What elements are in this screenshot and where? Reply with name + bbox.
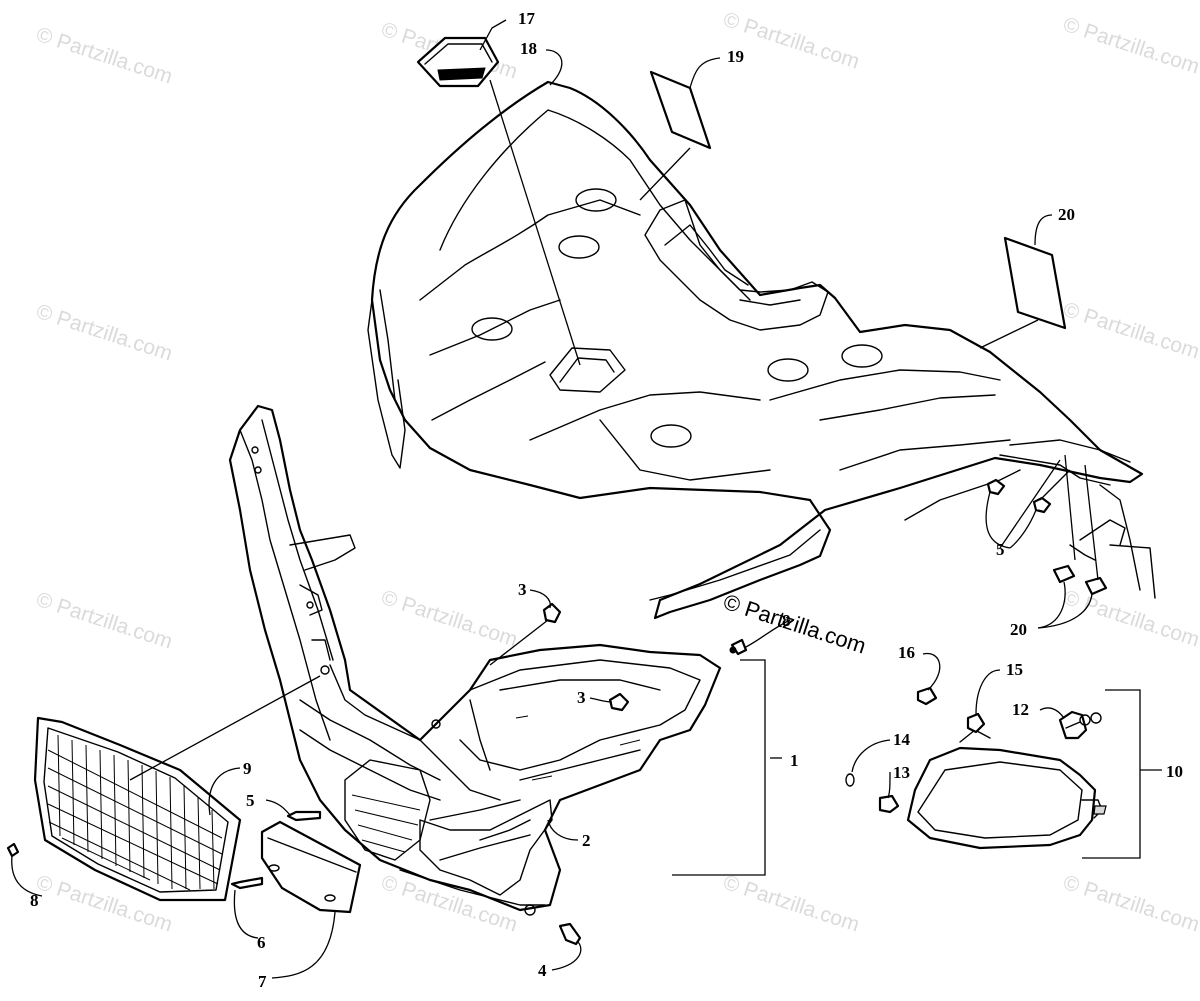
callout-6: 6 xyxy=(257,933,266,952)
watermark: © Partzilla.com xyxy=(1060,13,1200,79)
callout-10: 10 xyxy=(1166,762,1183,781)
callout-16: 17 xyxy=(518,9,536,28)
watermark: © Partzilla.com xyxy=(720,871,862,937)
clip-nut-20-b xyxy=(1084,576,1108,596)
watermark: © Partzilla.com xyxy=(33,588,175,654)
grille-lattice xyxy=(47,734,223,891)
front-bumper-assembly xyxy=(228,404,722,916)
clip-lower xyxy=(608,692,630,712)
watermark: © Partzilla.com xyxy=(33,23,175,89)
leader-lines xyxy=(11,19,1162,979)
socket-14 xyxy=(966,712,986,734)
badge-emblem xyxy=(416,36,500,88)
callout-13: 14 xyxy=(893,730,911,749)
watermark: © Partzilla.com xyxy=(33,300,175,366)
grommet-15 xyxy=(916,686,938,706)
front-fender-rack xyxy=(367,80,1156,620)
callout-7: 7 xyxy=(258,972,267,991)
watermark: © Partzilla.com xyxy=(1060,871,1200,937)
oring-13 xyxy=(845,773,855,787)
hardware xyxy=(6,478,1108,946)
callout-4: 4 xyxy=(538,961,547,980)
headlight-bulb xyxy=(1058,710,1102,740)
clip-nut-20-a xyxy=(1052,564,1076,584)
nut-12 xyxy=(878,794,900,814)
callout-20: 20 xyxy=(1010,620,1027,639)
clip-upper xyxy=(542,602,562,624)
rivet-5-a xyxy=(986,478,1006,496)
callout-5-lower: 5 xyxy=(246,791,255,810)
trim-piece xyxy=(260,820,362,914)
callout-15: 16 xyxy=(898,643,915,662)
callout-5: 5 xyxy=(996,540,1005,559)
callout-8-upper: 8 xyxy=(782,611,791,630)
screw-5 xyxy=(286,810,322,822)
callout-12: 13 xyxy=(893,763,910,782)
decal-19 xyxy=(1003,236,1067,330)
callout-9: 9 xyxy=(243,759,252,778)
callout-1: 1 xyxy=(790,751,799,770)
callout-18: 19 xyxy=(727,47,744,66)
decal-18 xyxy=(649,70,712,150)
callout-numbers: 17 18 19 20 5 20 3 8 16 15 12 3 14 1 9 1… xyxy=(30,9,1183,991)
callout-3-lower: 3 xyxy=(577,688,586,707)
callout-2: 2 xyxy=(582,831,591,850)
callout-17: 18 xyxy=(520,39,537,58)
screw-top-head xyxy=(729,646,737,654)
watermark: © Partzilla.com xyxy=(1060,298,1200,364)
callout-11: 12 xyxy=(1012,700,1029,719)
bolt-4 xyxy=(558,922,582,946)
callout-3-upper: 3 xyxy=(518,580,527,599)
callout-19: 20 xyxy=(1058,205,1075,224)
callout-14: 15 xyxy=(1006,660,1023,679)
rivet-5-b xyxy=(1032,496,1052,514)
screw-6 xyxy=(230,876,264,890)
watermark: © Partzilla.com xyxy=(378,586,520,652)
decals xyxy=(649,70,1067,330)
front-grille xyxy=(33,716,242,902)
screw-grille xyxy=(6,842,20,858)
headlight-assembly xyxy=(906,729,1107,850)
watermark: © Partzilla.com xyxy=(1060,586,1200,652)
callout-8-lower: 8 xyxy=(30,891,39,910)
